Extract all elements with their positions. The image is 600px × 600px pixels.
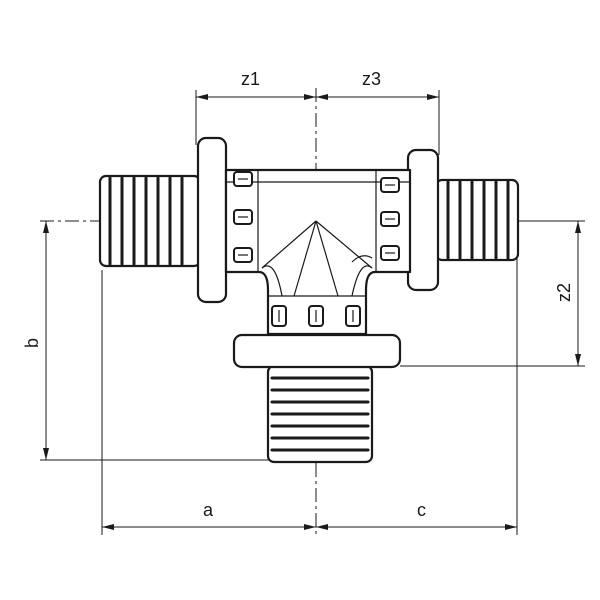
dimension-b: b — [22, 221, 49, 460]
label-b: b — [22, 338, 42, 348]
extension-lines — [40, 90, 585, 535]
right-clips — [380, 177, 400, 261]
label-z3: z3 — [362, 69, 381, 89]
dimension-a: a — [102, 500, 316, 530]
bottom-insert-ribs — [270, 376, 370, 452]
dimension-c: c — [316, 500, 517, 530]
internal-web — [261, 220, 373, 297]
dimension-z3: z3 — [316, 69, 439, 100]
dimension-z2: z2 — [554, 221, 581, 366]
fitting-body — [98, 136, 520, 464]
label-z1: z1 — [241, 69, 260, 89]
label-c: c — [417, 500, 426, 520]
dimension-z1: z1 — [196, 69, 316, 100]
left-insert-ribs — [108, 176, 184, 266]
right-insert-ribs — [446, 180, 510, 260]
label-a: a — [203, 500, 214, 520]
label-z2: z2 — [554, 283, 574, 302]
bottom-clips — [271, 305, 361, 327]
left-clips — [233, 171, 253, 263]
